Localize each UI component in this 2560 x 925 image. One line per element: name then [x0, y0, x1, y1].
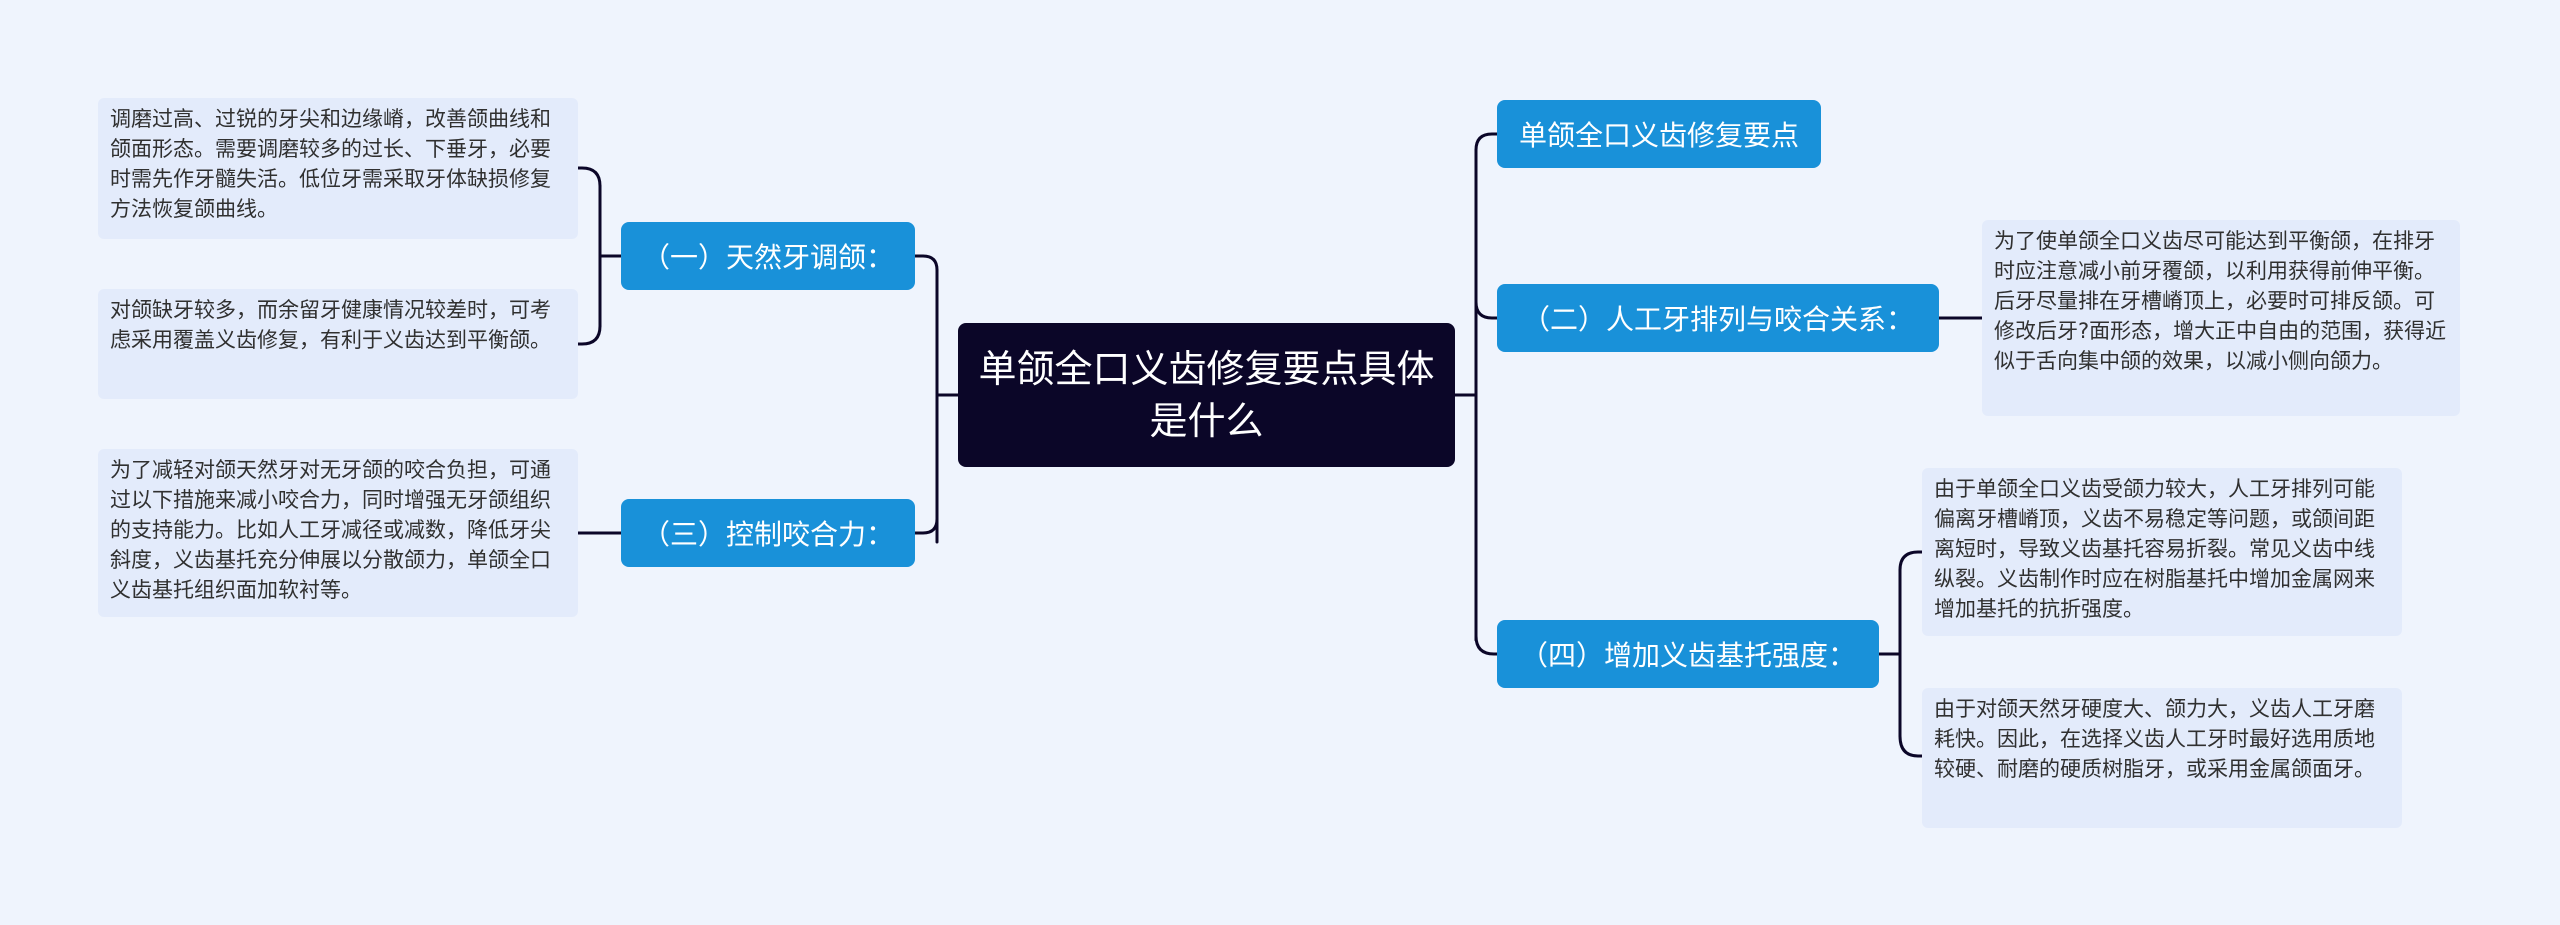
leaf-base-fracture[interactable]: 由于单颌全口义齿受颌力较大，人工牙排列可能偏离牙槽嵴顶，义齿不易稳定等问题，或颌… — [1922, 468, 2402, 636]
link-root-b4 — [1474, 634, 1499, 656]
leaf-reduce-bite-force[interactable]: 为了减轻对颌天然牙对无牙颌的咬合负担，可通过以下措施来减小咬合力，同时增强无牙颌… — [98, 449, 578, 617]
leaf-base-fracture-text: 由于单颌全口义齿受颌力较大，人工牙排列可能偏离牙槽嵴顶，义齿不易稳定等问题，或颌… — [1934, 477, 2375, 621]
branch-control-bite-force[interactable]: （三）控制咬合力： — [621, 499, 915, 567]
link-root-b2 — [1474, 300, 1499, 320]
leaf-hard-resin-teeth[interactable]: 由于对颌天然牙硬度大、颌力大，义齿人工牙磨耗快。因此，在选择义齿人工牙时最好选用… — [1922, 688, 2402, 828]
leaf-hard-resin-teeth-text: 由于对颌天然牙硬度大、颌力大，义齿人工牙磨耗快。因此，在选择义齿人工牙时最好选用… — [1934, 697, 2375, 781]
branch-base-strength-label: （四）增加义齿基托强度： — [1519, 639, 1856, 672]
link-root-b0 — [1474, 132, 1499, 152]
link-root-left-trunk — [935, 268, 960, 544]
link-b4-l4a — [1898, 550, 1924, 572]
root-topic-label: 单颌全口义齿修复要点具体是什么 — [978, 347, 1435, 443]
leaf-overdenture-option[interactable]: 对颌缺牙较多，而余留牙健康情况较差时，可考虑采用覆盖义齿修复，有利于义齿达到平衡… — [98, 289, 578, 399]
leaf-balanced-occlusion-text: 为了使单颌全口义齿尽可能达到平衡颌，在排牙时应注意减小前牙覆颌，以利用获得前伸平… — [1994, 229, 2447, 373]
link-b1-trunk — [598, 184, 623, 328]
link-b4-l4b — [1898, 734, 1924, 758]
leaf-balanced-occlusion[interactable]: 为了使单颌全口义齿尽可能达到平衡颌，在排牙时应注意减小前牙覆颌，以利用获得前伸平… — [1982, 220, 2460, 416]
leaf-natural-teeth-grinding-text: 调磨过高、过锐的牙尖和边缘嵴，改善颌曲线和颌面形态。需要调磨较多的过长、下垂牙，… — [110, 107, 551, 221]
leaf-reduce-bite-force-text: 为了减轻对颌天然牙对无牙颌的咬合负担，可通过以下措施来减小咬合力，同时增强无牙颌… — [110, 458, 551, 602]
link-b4-trunk — [1877, 568, 1902, 738]
link-root-right-trunk — [1453, 148, 1478, 642]
link-root-b3 — [913, 517, 939, 535]
leaf-overdenture-option-text: 对颌缺牙较多，而余留牙健康情况较差时，可考虑采用覆盖义齿修复，有利于义齿达到平衡… — [110, 298, 551, 352]
root-topic[interactable]: 单颌全口义齿修复要点具体是什么 — [958, 323, 1455, 467]
link-b1-l1a — [576, 166, 602, 188]
link-b1-l1b — [576, 324, 602, 346]
branch-natural-teeth-adjustment[interactable]: （一）天然牙调颌： — [621, 222, 915, 290]
branch-base-strength[interactable]: （四）增加义齿基托强度： — [1497, 620, 1879, 688]
link-root-b1 — [913, 254, 939, 272]
branch-artificial-teeth-arrangement[interactable]: （二）人工牙排列与咬合关系： — [1497, 284, 1939, 352]
branch-overview-label: 单颌全口义齿修复要点 — [1518, 119, 1799, 152]
branch-control-bite-force-label: （三）控制咬合力： — [641, 518, 894, 551]
branch-artificial-teeth-arrangement-label: （二）人工牙排列与咬合关系： — [1521, 303, 1914, 336]
branch-natural-teeth-adjustment-label: （一）天然牙调颌： — [641, 241, 894, 274]
leaf-natural-teeth-grinding[interactable]: 调磨过高、过锐的牙尖和边缘嵴，改善颌曲线和颌面形态。需要调磨较多的过长、下垂牙，… — [98, 98, 578, 239]
branch-overview[interactable]: 单颌全口义齿修复要点 — [1497, 100, 1821, 168]
